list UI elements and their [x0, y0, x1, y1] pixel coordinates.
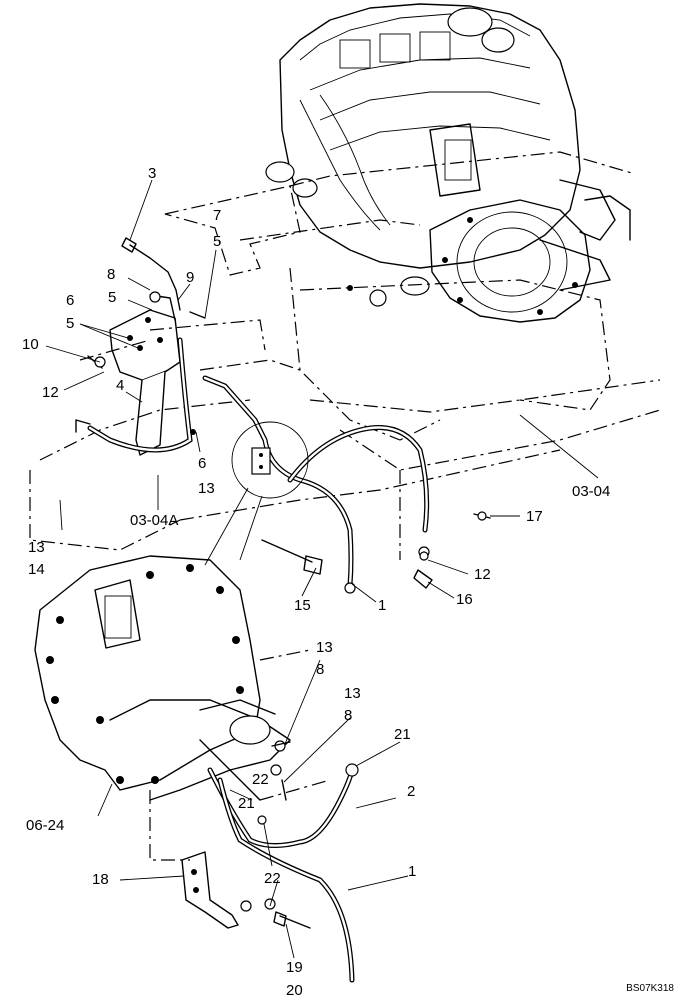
callout-6: 6	[198, 455, 207, 472]
callout-1: 1	[378, 597, 387, 614]
callout-ref-03-04A: 03-04A	[130, 512, 179, 529]
callout-3: 3	[148, 165, 157, 182]
callout-8: 8	[316, 661, 325, 678]
callout-ref-06-24: 06-24	[26, 817, 65, 834]
callout-8: 8	[107, 266, 116, 283]
callout-13: 13	[28, 539, 45, 556]
frame-outline	[29, 151, 661, 560]
callout-8: 8	[344, 707, 353, 724]
callout-ref-03-04: 03-04	[572, 483, 611, 500]
callout-13: 13	[198, 480, 215, 497]
callout-17: 17	[526, 508, 543, 525]
callout-13: 13	[344, 685, 361, 702]
callout-2: 2	[407, 783, 416, 800]
callout-13: 13	[316, 639, 333, 656]
transmission-assembly	[34, 555, 331, 861]
detail-circle	[204, 421, 309, 566]
engine-assembly	[265, 3, 581, 307]
bracket-18	[181, 851, 311, 929]
callout-5: 5	[66, 315, 75, 332]
callout-22: 22	[264, 870, 281, 887]
callout-22: 22	[252, 771, 269, 788]
callout-12: 12	[42, 384, 59, 401]
callout-20: 20	[286, 982, 303, 999]
drawing-code: BS07K318	[626, 983, 674, 994]
callout-9: 9	[186, 269, 195, 286]
callout-19: 19	[286, 959, 303, 976]
bolt-15	[261, 539, 323, 575]
callout-12: 12	[474, 566, 491, 583]
rod-3	[121, 237, 181, 311]
callout-21: 21	[394, 726, 411, 743]
callout-6: 6	[66, 292, 75, 309]
bolts-right	[413, 511, 491, 589]
flywheel-housing	[429, 179, 631, 323]
callout-5: 5	[108, 289, 117, 306]
callout-14: 14	[28, 561, 45, 578]
callout-7: 7	[213, 207, 222, 224]
callout-21: 21	[238, 795, 255, 812]
callout-1: 1	[408, 863, 417, 880]
leader-lines	[45, 179, 599, 959]
callout-10: 10	[22, 336, 39, 353]
callout-16: 16	[456, 591, 473, 608]
callout-15: 15	[294, 597, 311, 614]
callout-5: 5	[213, 233, 222, 250]
callout-18: 18	[92, 871, 109, 888]
hose-2-lower	[207, 740, 359, 983]
callout-4: 4	[116, 377, 125, 394]
